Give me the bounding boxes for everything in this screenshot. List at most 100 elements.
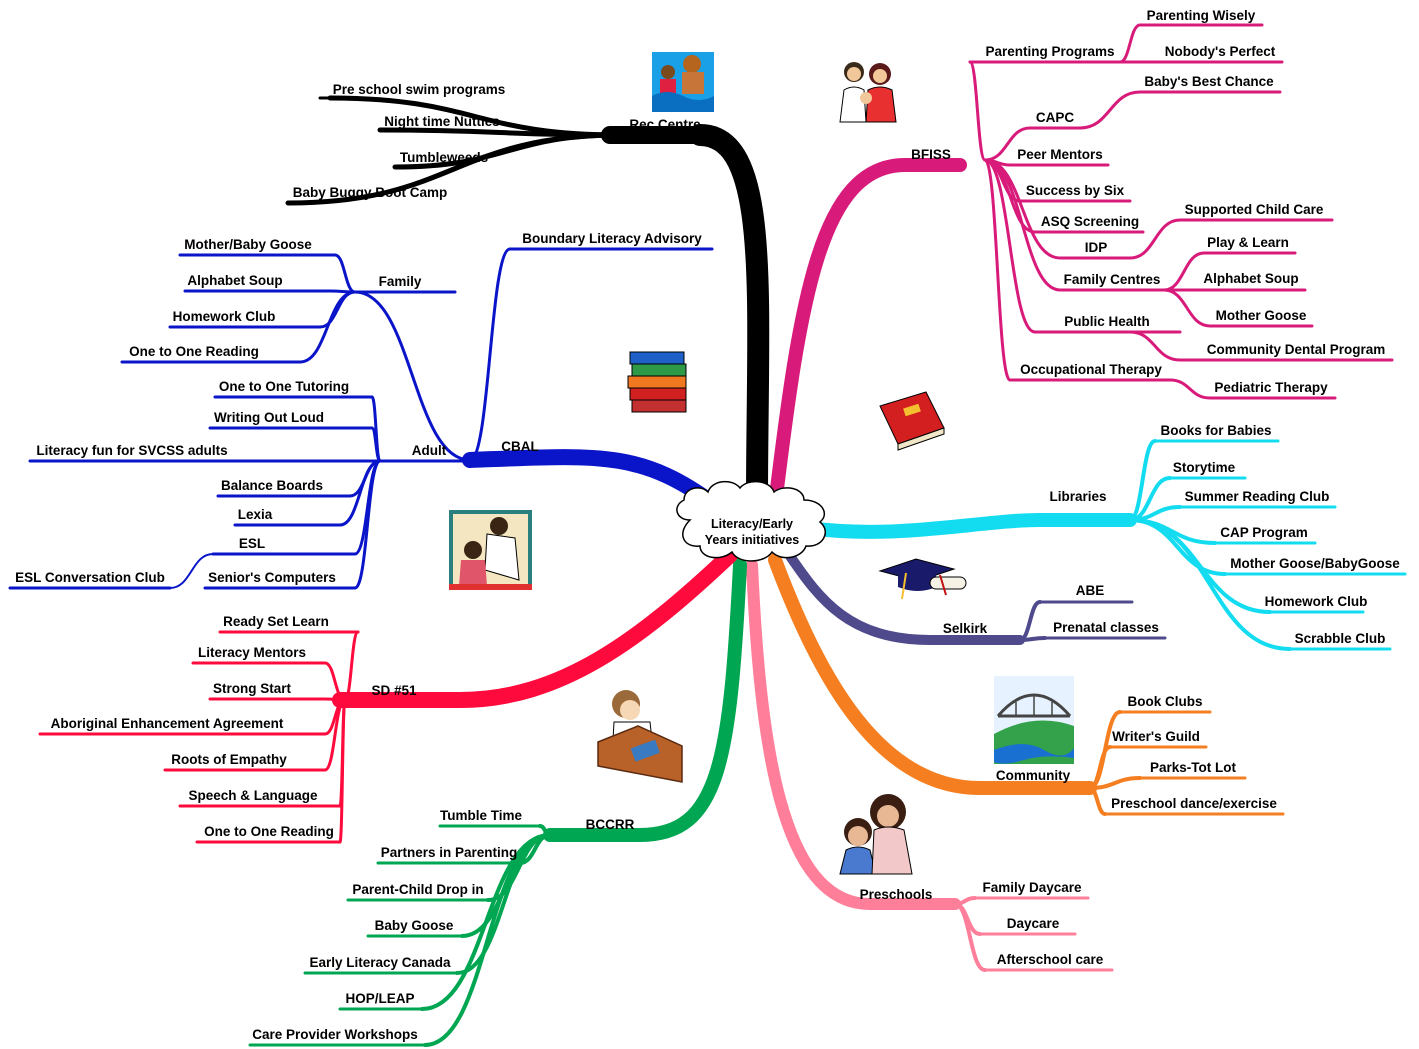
branch-label-libraries[interactable]: Libraries xyxy=(1049,489,1106,504)
swimming-family-clipart xyxy=(652,52,714,112)
connector-line xyxy=(689,124,770,511)
node-label[interactable]: Community Dental Program xyxy=(1207,342,1386,357)
connector-line xyxy=(1162,251,1206,292)
center-title-line2: Years initiatives xyxy=(705,533,800,547)
node-label[interactable]: CAPC xyxy=(1036,110,1075,125)
node-label[interactable]: Alphabet Soup xyxy=(187,273,282,288)
node-label[interactable]: One to One Reading xyxy=(129,344,259,359)
node-label[interactable]: Writing Out Loud xyxy=(214,410,324,425)
node-label[interactable]: Success by Six xyxy=(1026,183,1125,198)
node-label[interactable]: Ready Set Learn xyxy=(223,614,329,629)
connector-line xyxy=(318,290,357,329)
node-label[interactable]: Storytime xyxy=(1173,460,1236,475)
node-label[interactable]: Nobody's Perfect xyxy=(1165,44,1276,59)
node-label[interactable]: Strong Start xyxy=(213,681,292,696)
connector-line xyxy=(1018,636,1047,642)
node-label[interactable]: Preschool dance/exercise xyxy=(1111,796,1277,811)
connector-line xyxy=(1088,776,1142,790)
node-label[interactable]: Parenting Wisely xyxy=(1147,8,1256,23)
node-label[interactable]: CAP Program xyxy=(1220,525,1308,540)
node-label[interactable]: Baby's Best Chance xyxy=(1144,74,1274,89)
connector-line xyxy=(953,902,987,972)
node-label[interactable]: Parent-Child Drop in xyxy=(352,882,483,897)
connector-line xyxy=(323,698,347,772)
node-label[interactable]: Supported Child Care xyxy=(1185,202,1324,217)
node-label[interactable]: Mother Goose/BabyGoose xyxy=(1230,556,1400,571)
connector-lines xyxy=(8,23,1407,1047)
connector-line xyxy=(298,290,357,364)
connector-line xyxy=(1128,218,1182,260)
connector-line xyxy=(343,630,360,702)
connector-line xyxy=(1128,439,1157,522)
connector-line xyxy=(338,698,347,844)
branch-label-community[interactable]: Community xyxy=(996,768,1071,783)
node-label[interactable]: Balance Boards xyxy=(221,478,323,493)
node-label[interactable]: HOP/LEAP xyxy=(345,991,414,1006)
node-label[interactable]: Occupational Therapy xyxy=(1020,362,1162,377)
node-label[interactable]: Book Clubs xyxy=(1127,694,1202,709)
teacher-student-clipart xyxy=(449,510,532,590)
node-label[interactable]: ESL Conversation Club xyxy=(15,570,165,585)
node-label[interactable]: Daycare xyxy=(1007,916,1060,931)
node-label[interactable]: Public Health xyxy=(1064,314,1150,329)
node-label[interactable]: Play & Learn xyxy=(1207,235,1289,250)
node-label[interactable]: Adult xyxy=(412,443,447,458)
node-label[interactable]: Prenatal classes xyxy=(1053,620,1159,635)
node-label[interactable]: Parks-Tot Lot xyxy=(1150,760,1237,775)
node-label[interactable]: Afterschool care xyxy=(997,952,1104,967)
node-label[interactable]: Literacy fun for SVCSS adults xyxy=(36,443,227,458)
central-topic[interactable]: Literacy/Early Years initiatives xyxy=(676,480,826,562)
node-label[interactable]: Family Centres xyxy=(1064,272,1161,287)
node-label[interactable]: Homework Club xyxy=(173,309,276,324)
node-label[interactable]: IDP xyxy=(1085,240,1108,255)
node-label[interactable]: Mother Goose xyxy=(1216,308,1307,323)
node-label[interactable]: One to One Tutoring xyxy=(219,379,349,394)
node-label[interactable]: ESL xyxy=(239,536,265,551)
node-label[interactable]: Senior's Computers xyxy=(208,570,336,585)
node-label[interactable]: Alphabet Soup xyxy=(1203,271,1298,286)
node-label[interactable]: ABE xyxy=(1076,583,1105,598)
branch-label-selkirk[interactable]: Selkirk xyxy=(943,621,988,636)
node-label[interactable]: Summer Reading Club xyxy=(1185,489,1330,504)
node-label[interactable]: Books for Babies xyxy=(1160,423,1271,438)
node-label[interactable]: Peer Mentors xyxy=(1017,147,1103,162)
branch-label-sd51[interactable]: SD #51 xyxy=(371,683,417,698)
node-label[interactable]: ASQ Screening xyxy=(1041,214,1139,229)
node-label[interactable]: Literacy Mentors xyxy=(198,645,306,660)
node-label[interactable]: Night time Nutties xyxy=(384,114,500,129)
node-label[interactable]: Family Daycare xyxy=(982,880,1082,895)
stacked-books-clipart xyxy=(627,351,687,413)
node-label[interactable]: Care Provider Workshops xyxy=(252,1027,418,1042)
connector-line xyxy=(1128,518,1227,576)
node-label[interactable]: Pediatric Therapy xyxy=(1214,380,1328,395)
branch-label-rec-centre[interactable]: Rec Centre xyxy=(629,117,701,132)
branch-label-preschools[interactable]: Preschools xyxy=(860,887,933,902)
node-label[interactable]: Family xyxy=(379,274,422,289)
node-label[interactable]: Baby Buggy Boot Camp xyxy=(293,185,448,200)
node-label[interactable]: Baby Goose xyxy=(375,918,454,933)
node-label[interactable]: Pre school swim programs xyxy=(333,82,506,97)
connector-line xyxy=(423,833,552,1047)
center-cloud-shape xyxy=(676,480,826,562)
node-label[interactable]: Parenting Programs xyxy=(985,44,1114,59)
node-label[interactable]: One to One Reading xyxy=(204,824,334,839)
node-label[interactable]: Aboriginal Enhancement Agreement xyxy=(51,716,284,731)
node-label[interactable]: Scrabble Club xyxy=(1295,631,1386,646)
node-label[interactable]: Writer's Guild xyxy=(1112,729,1200,744)
node-label[interactable]: Speech & Language xyxy=(188,788,318,803)
connector-line xyxy=(353,290,472,462)
node-label[interactable]: Boundary Literacy Advisory xyxy=(522,231,702,246)
branch-label-cbal[interactable]: CBAL xyxy=(501,439,539,454)
node-label[interactable]: Roots of Empathy xyxy=(171,752,287,767)
node-label[interactable]: Partners in Parenting xyxy=(381,845,518,860)
branch-label-bfiss[interactable]: BFISS xyxy=(911,147,951,162)
branch-connector-bccrr xyxy=(543,558,747,842)
node-label[interactable]: Lexia xyxy=(238,507,273,522)
node-label[interactable]: Mother/Baby Goose xyxy=(184,237,312,252)
node-label[interactable]: Early Literacy Canada xyxy=(309,955,451,970)
node-label[interactable]: Tumble Time xyxy=(440,808,523,823)
branch-label-bccrr[interactable]: BCCRR xyxy=(586,817,635,832)
node-label[interactable]: Tumbleweeds xyxy=(400,150,488,165)
node-label[interactable]: Homework Club xyxy=(1265,594,1368,609)
